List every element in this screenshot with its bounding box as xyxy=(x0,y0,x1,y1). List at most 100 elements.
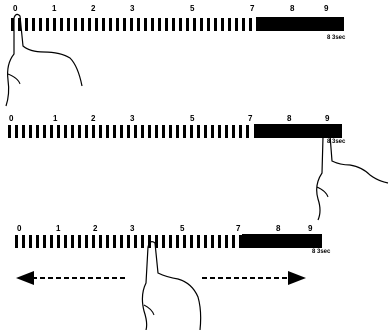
timeline-tick xyxy=(99,235,102,248)
timeline-tick xyxy=(67,18,70,31)
timeline-ticks[interactable] xyxy=(8,125,253,138)
timeline-tick xyxy=(141,235,144,248)
timeline-tick xyxy=(120,235,123,248)
timeline-tick xyxy=(190,235,193,248)
timeline-tick xyxy=(246,125,249,138)
hand-pointer-icon xyxy=(141,241,202,330)
timeline-tick xyxy=(71,125,74,138)
timeline-number-7: 7 xyxy=(236,224,241,233)
timeline-tick xyxy=(57,125,60,138)
timeline-tick xyxy=(78,235,81,248)
timeline-tick xyxy=(43,235,46,248)
timeline-tick xyxy=(169,235,172,248)
timeline-tick xyxy=(204,125,207,138)
arrow-right-icon xyxy=(202,271,306,285)
timeline-tick xyxy=(39,18,42,31)
timeline-tick xyxy=(225,235,228,248)
timeline-tick xyxy=(158,18,161,31)
timeline-tick xyxy=(190,125,193,138)
timeline-tick xyxy=(137,18,140,31)
timeline-tick xyxy=(32,18,35,31)
timeline-number-9: 9 xyxy=(308,224,313,233)
timeline-tick xyxy=(81,18,84,31)
timeline-number-3: 3 xyxy=(130,114,135,123)
timeline-tick xyxy=(99,125,102,138)
timeline-number-3: 3 xyxy=(130,224,135,233)
timeline-tick xyxy=(113,125,116,138)
timeline-tick xyxy=(165,18,168,31)
timeline-tick xyxy=(141,125,144,138)
timeline-tick xyxy=(120,125,123,138)
duration-label: 8 3sec xyxy=(312,249,331,255)
timeline-tick xyxy=(106,235,109,248)
timeline-tick xyxy=(60,18,63,31)
timeline-panel-2: 0 1 2 3 5 7 8 9 8 3sec xyxy=(0,110,390,221)
timeline-tick xyxy=(148,235,151,248)
timeline-tick xyxy=(176,125,179,138)
timeline-tick xyxy=(179,18,182,31)
timeline-tick xyxy=(95,18,98,31)
timeline-number-9: 9 xyxy=(324,4,329,13)
timeline-tick xyxy=(155,125,158,138)
timeline-tick xyxy=(8,125,11,138)
timeline-tick xyxy=(225,125,228,138)
timeline-tick xyxy=(36,125,39,138)
timeline-tick xyxy=(53,18,56,31)
timeline-tick xyxy=(46,18,49,31)
timeline-number-1: 1 xyxy=(53,114,58,123)
timeline-tick xyxy=(207,18,210,31)
timeline-tick xyxy=(116,18,119,31)
timeline-ticks[interactable] xyxy=(11,18,256,31)
timeline-number-8: 8 xyxy=(276,224,281,233)
timeline-tick xyxy=(235,18,238,31)
timeline-tick xyxy=(228,18,231,31)
duration-label: 8 3sec xyxy=(327,139,346,145)
timeline-tick xyxy=(88,18,91,31)
timeline-tick xyxy=(127,235,130,248)
timeline-number-8: 8 xyxy=(287,114,292,123)
timeline-tick xyxy=(204,235,207,248)
timeline-tick xyxy=(25,18,28,31)
timeline-number-5: 5 xyxy=(180,224,185,233)
timeline-selected-bar[interactable] xyxy=(256,17,344,31)
timeline-number-7: 7 xyxy=(250,4,255,13)
timeline-tick xyxy=(11,18,14,31)
timeline-number-2: 2 xyxy=(93,224,98,233)
timeline-tick xyxy=(242,18,245,31)
timeline-tick xyxy=(50,235,53,248)
timeline-tick xyxy=(64,235,67,248)
timeline-tick xyxy=(162,125,165,138)
timeline-tick xyxy=(85,235,88,248)
timeline-tick xyxy=(78,125,81,138)
timeline-number-0: 0 xyxy=(9,114,14,123)
timeline-number-1: 1 xyxy=(52,4,57,13)
timeline-tick xyxy=(200,18,203,31)
duration-label: 8 3sec xyxy=(327,35,346,41)
timeline-selected-bar[interactable] xyxy=(254,124,342,138)
timeline-number-3: 3 xyxy=(130,4,135,13)
timeline-tick xyxy=(50,125,53,138)
timeline-tick xyxy=(113,235,116,248)
timeline-tick xyxy=(183,125,186,138)
timeline-tick xyxy=(148,125,151,138)
timeline-number-5: 5 xyxy=(190,114,195,123)
timeline-tick xyxy=(15,125,18,138)
timeline-tick xyxy=(151,18,154,31)
timeline-tick xyxy=(123,18,126,31)
timeline-ticks[interactable] xyxy=(15,235,260,248)
timeline-tick xyxy=(130,18,133,31)
timeline-tick xyxy=(197,235,200,248)
timeline-tick xyxy=(85,125,88,138)
timeline-number-9: 9 xyxy=(325,114,330,123)
timeline-number-2: 2 xyxy=(91,114,96,123)
timeline-tick xyxy=(18,18,21,31)
timeline-tick xyxy=(172,18,175,31)
arrow-left-icon xyxy=(16,271,128,285)
timeline-selected-bar[interactable] xyxy=(242,234,322,248)
timeline-tick xyxy=(29,235,32,248)
timeline-tick xyxy=(214,18,217,31)
hand-pointer-icon xyxy=(5,13,83,107)
timeline-tick xyxy=(211,235,214,248)
timeline-tick xyxy=(232,235,235,248)
timeline-tick xyxy=(57,235,60,248)
